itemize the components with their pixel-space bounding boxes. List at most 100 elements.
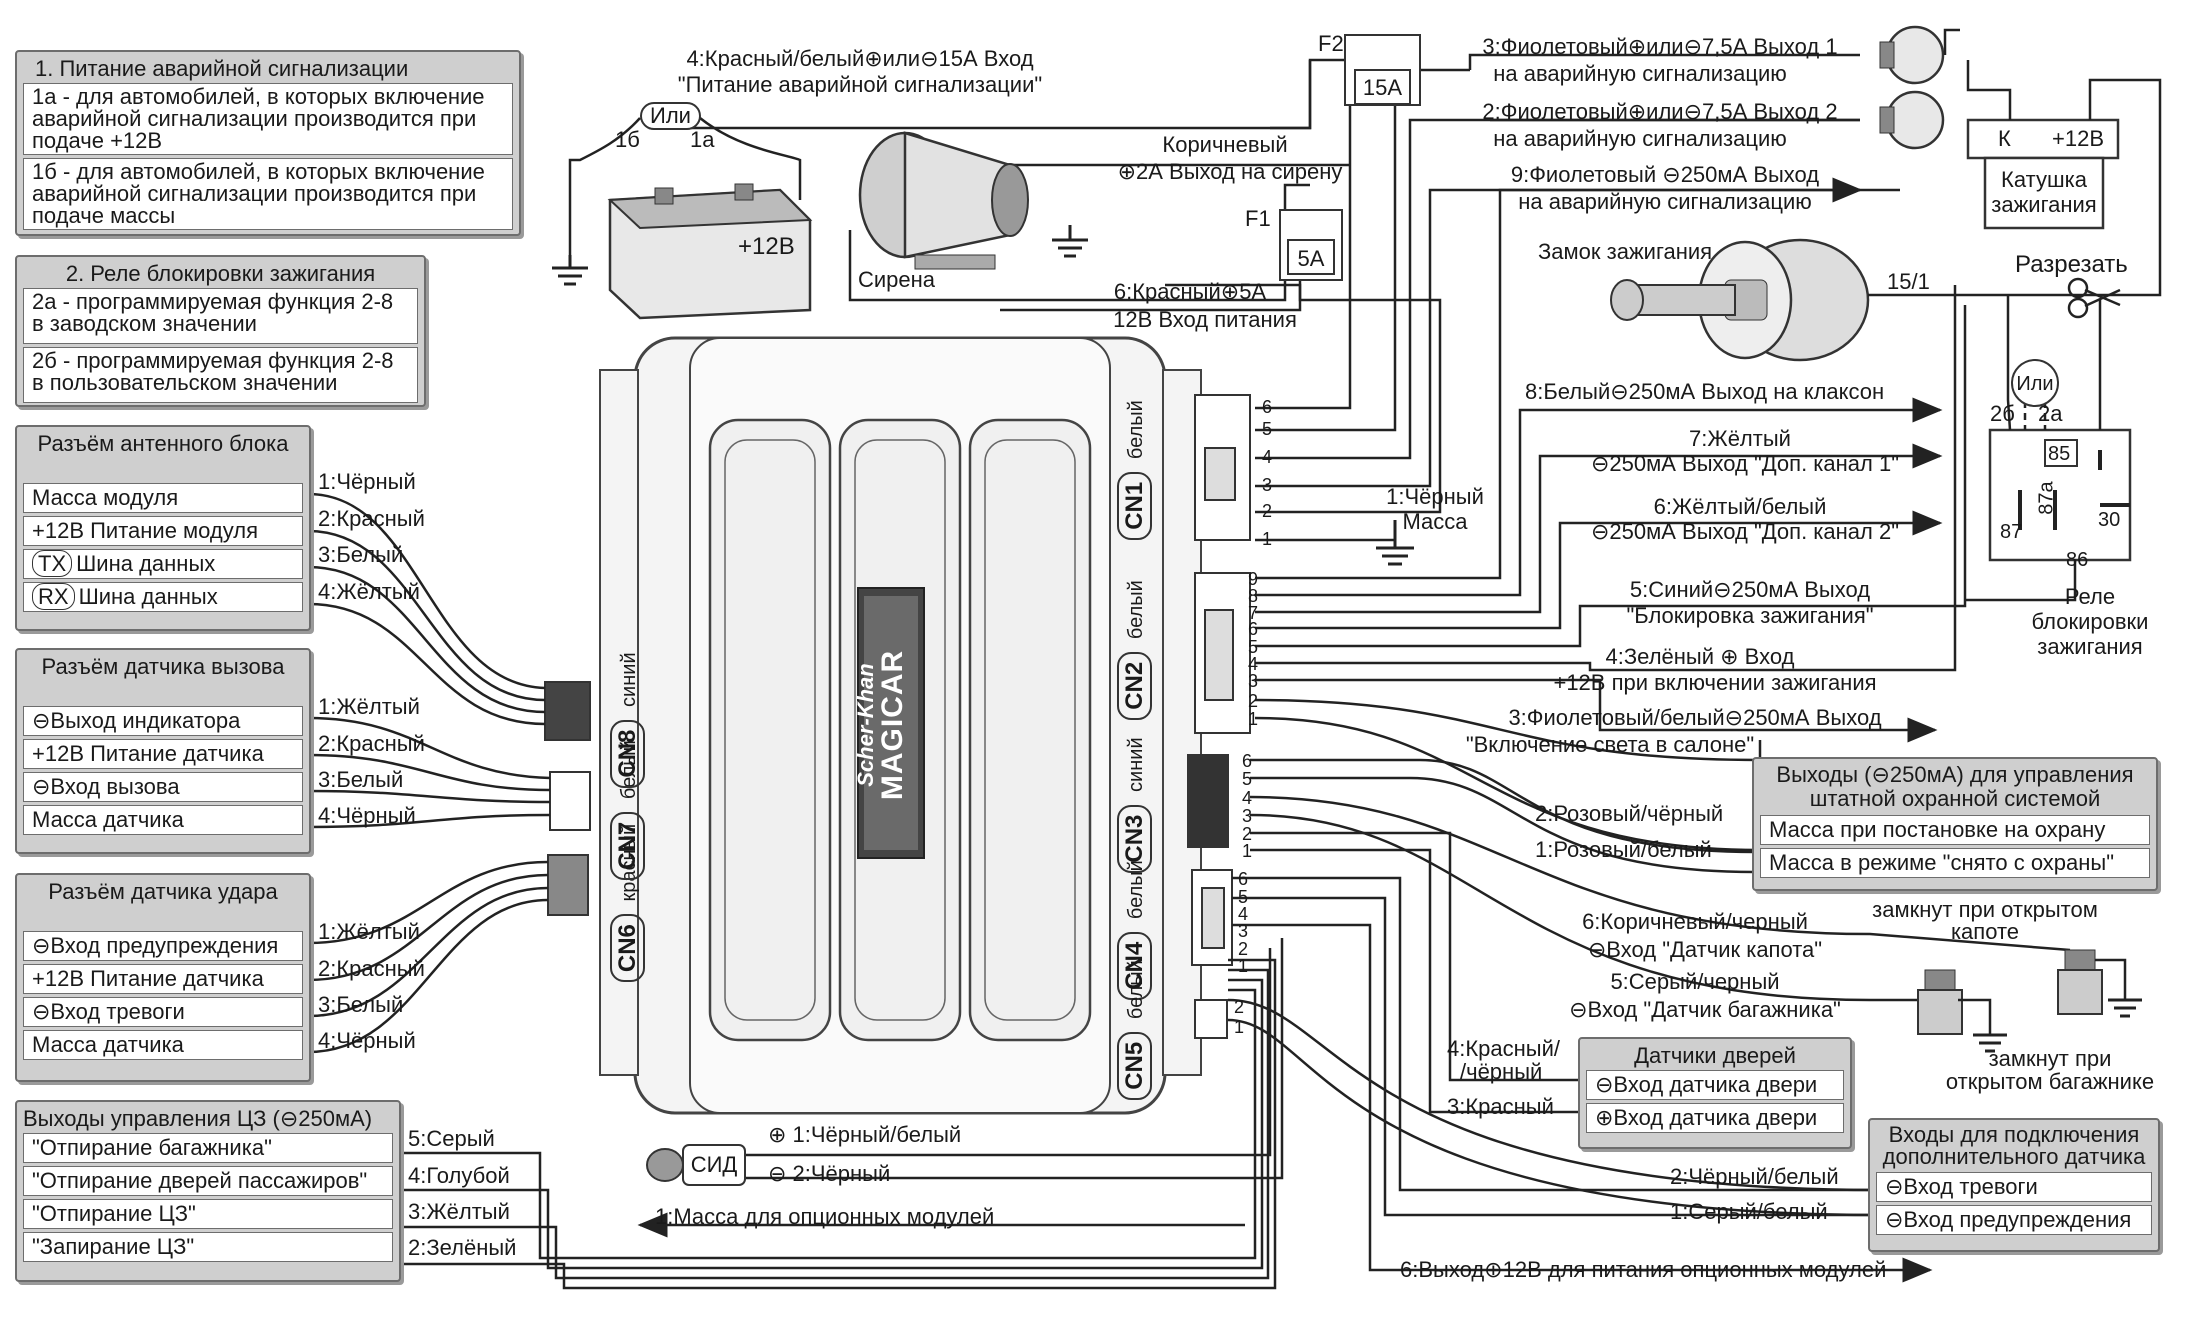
cn2-label: CN2 белый [1117, 575, 1152, 725]
out2-label-2: на аварийную сигнализацию [1493, 126, 1787, 151]
trunk-note-2: открытом багажнике [1945, 1069, 2155, 1094]
cn5-w2: 2:Чёрный/белый [1670, 1164, 1839, 1189]
cl-row-2: "Отпирание дверей пассажиров" [23, 1166, 393, 1196]
power-alarm-row-1a: 1а - для автомобилей, в которых включени… [23, 83, 513, 155]
hood-switch [2057, 949, 2142, 1018]
siren [858, 131, 1029, 270]
module-brand: Scher-Khan MAGICAR [768, 650, 1018, 800]
call-wire-1: 1:Жёлтый [318, 694, 420, 719]
relay-block-box: 2. Реле блокировки зажигания 2а - програ… [15, 255, 426, 407]
fuse-f2 [1344, 34, 1421, 106]
out9-label-1: 9:Фиолетовый ⊖250мА Выход [1510, 162, 1820, 187]
cn2-w7-2: ⊖250мА Выход "Доп. канал 1" [1590, 451, 1900, 476]
shock-row-3: ⊖Вход тревоги [23, 997, 303, 1027]
bulb-2 [1879, 90, 1945, 150]
shock-sensor-box: Разъём датчика удара ⊖Вход предупреждени… [15, 873, 311, 1082]
hood-note-2: капоте [1950, 919, 2020, 944]
battery-label: +12В [738, 233, 795, 260]
extra-sensor-title: Входы для подключения дополнительного да… [1882, 1122, 2146, 1169]
shock-wire-4: 4:Чёрный [318, 1028, 416, 1053]
relay-caption-1: Реле [2064, 584, 2116, 609]
antenna-wire-1: 1:Чёрный [318, 469, 416, 494]
relay-caption-3: зажигания [2037, 634, 2143, 659]
cn5-w1: 1:Серый/белый [1670, 1199, 1828, 1224]
rx-tag: RX [32, 583, 75, 610]
hood-2: ⊖Вход "Датчик капота" [1587, 937, 1823, 962]
door-row-1: ⊖Вход датчика двери [1586, 1070, 1844, 1100]
power-in-1: 6:Красный⊕5А [1113, 279, 1267, 304]
cn3-w1: 1:Розовый/белый [1535, 837, 1712, 862]
cn2-w7-1: 7:Жёлтый [1689, 426, 1791, 451]
cl-wire-3: 3:Жёлтый [408, 1199, 510, 1224]
antenna-wire-2: 2:Красный [318, 506, 425, 531]
call-row-3: ⊖Вход вызова [23, 772, 303, 802]
relay-pin-30: 30 [2098, 509, 2121, 531]
hood-1: 6:Коричневый/черный [1582, 909, 1808, 934]
hazard-in-label-2: "Питание аварийной сигнализации" [677, 72, 1043, 97]
cl-wire-4: 4:Голубой [408, 1163, 510, 1188]
led [646, 1144, 746, 1186]
ign-lock-label: Замок зажигания [1538, 239, 1713, 264]
option-1b: 1б [615, 127, 640, 152]
security-row-2: Масса в режиме "снято с охраны" [1760, 848, 2150, 878]
ignition-coil [1966, 60, 2162, 297]
antenna-wire-3: 3:Белый [318, 542, 404, 567]
relay-or: Или [2016, 373, 2054, 395]
hood-note-1: замкнут при открытом [1872, 897, 2098, 922]
relay-caption-2: блокировки [2031, 609, 2149, 634]
shock-row-4: Масса датчика [23, 1030, 303, 1060]
pos-15-label: 15/1 [1887, 269, 1930, 294]
relay-pin-87: 87 [2000, 521, 2023, 543]
out9-label-2: на аварийную сигнализацию [1518, 189, 1812, 214]
cn2-w5-1: 5:Синий⊖250мА Выход [1629, 577, 1871, 602]
call-sensor-title: Разъём датчика вызова [41, 654, 285, 679]
relay-pin-87a: 87а [2035, 481, 2058, 515]
fuse-f2-label: F2 [1318, 31, 1344, 56]
cn2-w4-1: 4:Зелёный ⊕ Вход [1605, 644, 1795, 669]
call-row-1: ⊖Выход индикатора [23, 706, 303, 736]
shock-wire-2: 2:Красный [318, 956, 425, 981]
option-1a: 1а [690, 127, 715, 152]
door-wire-3: 3:Красный [1447, 1094, 1554, 1119]
battery [607, 183, 813, 320]
extra-sensor-box: Входы для подключения дополнительного да… [1868, 1118, 2160, 1252]
siren-out-2: ⊕2А Выход на сирену [1117, 159, 1343, 184]
cn2-w4-2: +12В при включении зажигания [1553, 670, 1877, 695]
ignition-lock [1610, 238, 2145, 362]
led-label: СИД [690, 1152, 738, 1177]
fuse-f1-label: F1 [1245, 206, 1271, 231]
led-wire-1: ⊕ 1:Чёрный/белый [768, 1122, 962, 1147]
security-row-1: Масса при постановке на охрану [1760, 815, 2150, 845]
call-row-2: +12В Питание датчика [23, 739, 303, 769]
cn1-ground-1: 1:Чёрный [1386, 484, 1484, 509]
relay-opt-2a: 2а [2038, 401, 2063, 426]
cl-wire-2: 2:Зелёный [408, 1235, 517, 1260]
rx-label: Шина данных [78, 584, 218, 609]
coil-label-2: зажигания [1991, 192, 2097, 217]
call-sensor-box: Разъём датчика вызова ⊖Выход индикатора … [15, 648, 311, 854]
cn2-w6-1: 6:Жёлтый/белый [1653, 494, 1827, 519]
cn1-label: CN1 белый [1117, 395, 1152, 545]
coil-plus12: +12В [2052, 126, 2104, 151]
relay [1965, 295, 2132, 602]
security-out-box: Выходы (⊖250мА) для управления штатной о… [1752, 757, 2158, 891]
out1-label-2: на аварийную сигнализацию [1493, 61, 1787, 86]
or-badge-top: Или [640, 102, 701, 130]
relay-opt-2b: 2б [1990, 401, 2015, 426]
opt-power-out: 6:Выход⊕12В для питания опционных модуле… [1400, 1257, 1887, 1282]
cn2-w8: 8:Белый⊖250мА Выход на клаксон [1525, 379, 1885, 404]
coil-k: К [1998, 126, 2011, 151]
led-wire-2: ⊖ 2:Чёрный [768, 1161, 891, 1186]
opt-ground: 1:Масса для опционных модулей [655, 1204, 995, 1229]
trunk-2: ⊖Вход "Датчик багажника" [1569, 997, 1841, 1022]
cl-row-1: "Отпирание багажника" [23, 1133, 393, 1163]
antenna-title: Разъём антенного блока [37, 431, 289, 456]
cn2-w3-2: "Включение света в салоне" [1465, 732, 1755, 757]
shock-row-2: +12В Питание датчика [23, 964, 303, 994]
siren-label: Сирена [858, 267, 936, 292]
cl-row-3: "Отпирание ЦЗ" [23, 1199, 393, 1229]
door-row-2: ⊕Вход датчика двери [1586, 1103, 1844, 1133]
alarm-module [599, 336, 1202, 1115]
